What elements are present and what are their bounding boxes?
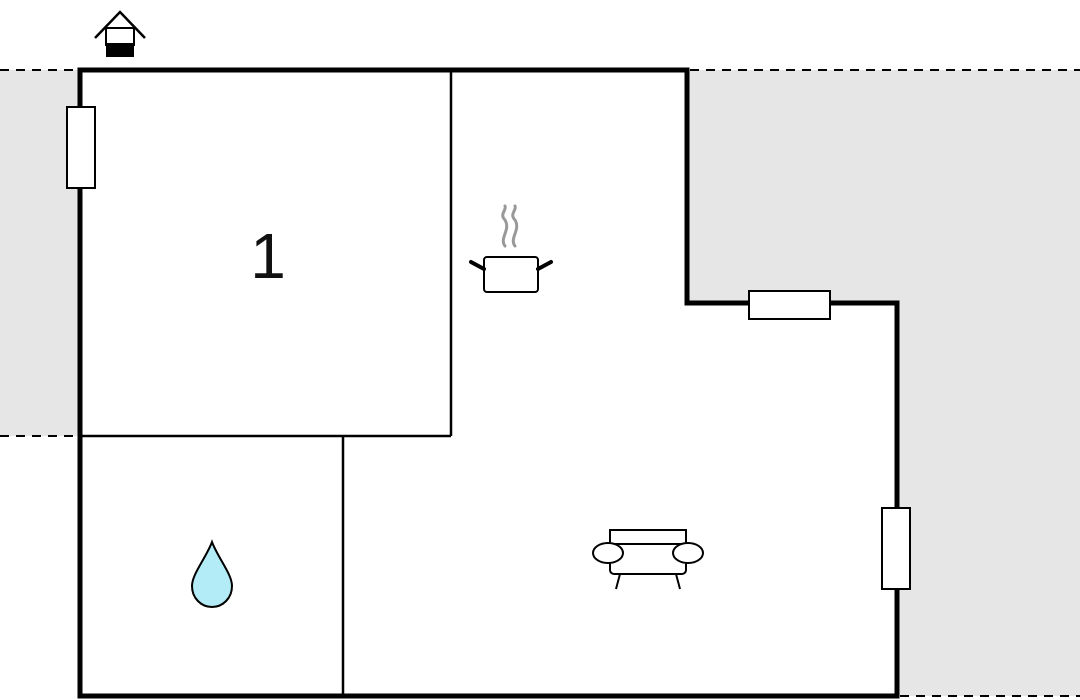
water-drop-icon — [190, 539, 234, 609]
plot-boundaries — [0, 69, 1080, 697]
window-north-east — [748, 290, 831, 320]
sofa-icon — [592, 529, 704, 590]
interior-walls — [80, 70, 453, 696]
room-number-label: 1 — [250, 220, 286, 292]
interior-floor — [80, 70, 897, 696]
windows — [66, 106, 911, 590]
exterior-walls — [77, 67, 900, 699]
window-east — [881, 507, 911, 590]
outside-area-right — [687, 70, 1080, 696]
house-entrance-icon — [94, 10, 146, 57]
window-west — [66, 106, 96, 189]
cooking-pot-icon — [469, 204, 553, 293]
